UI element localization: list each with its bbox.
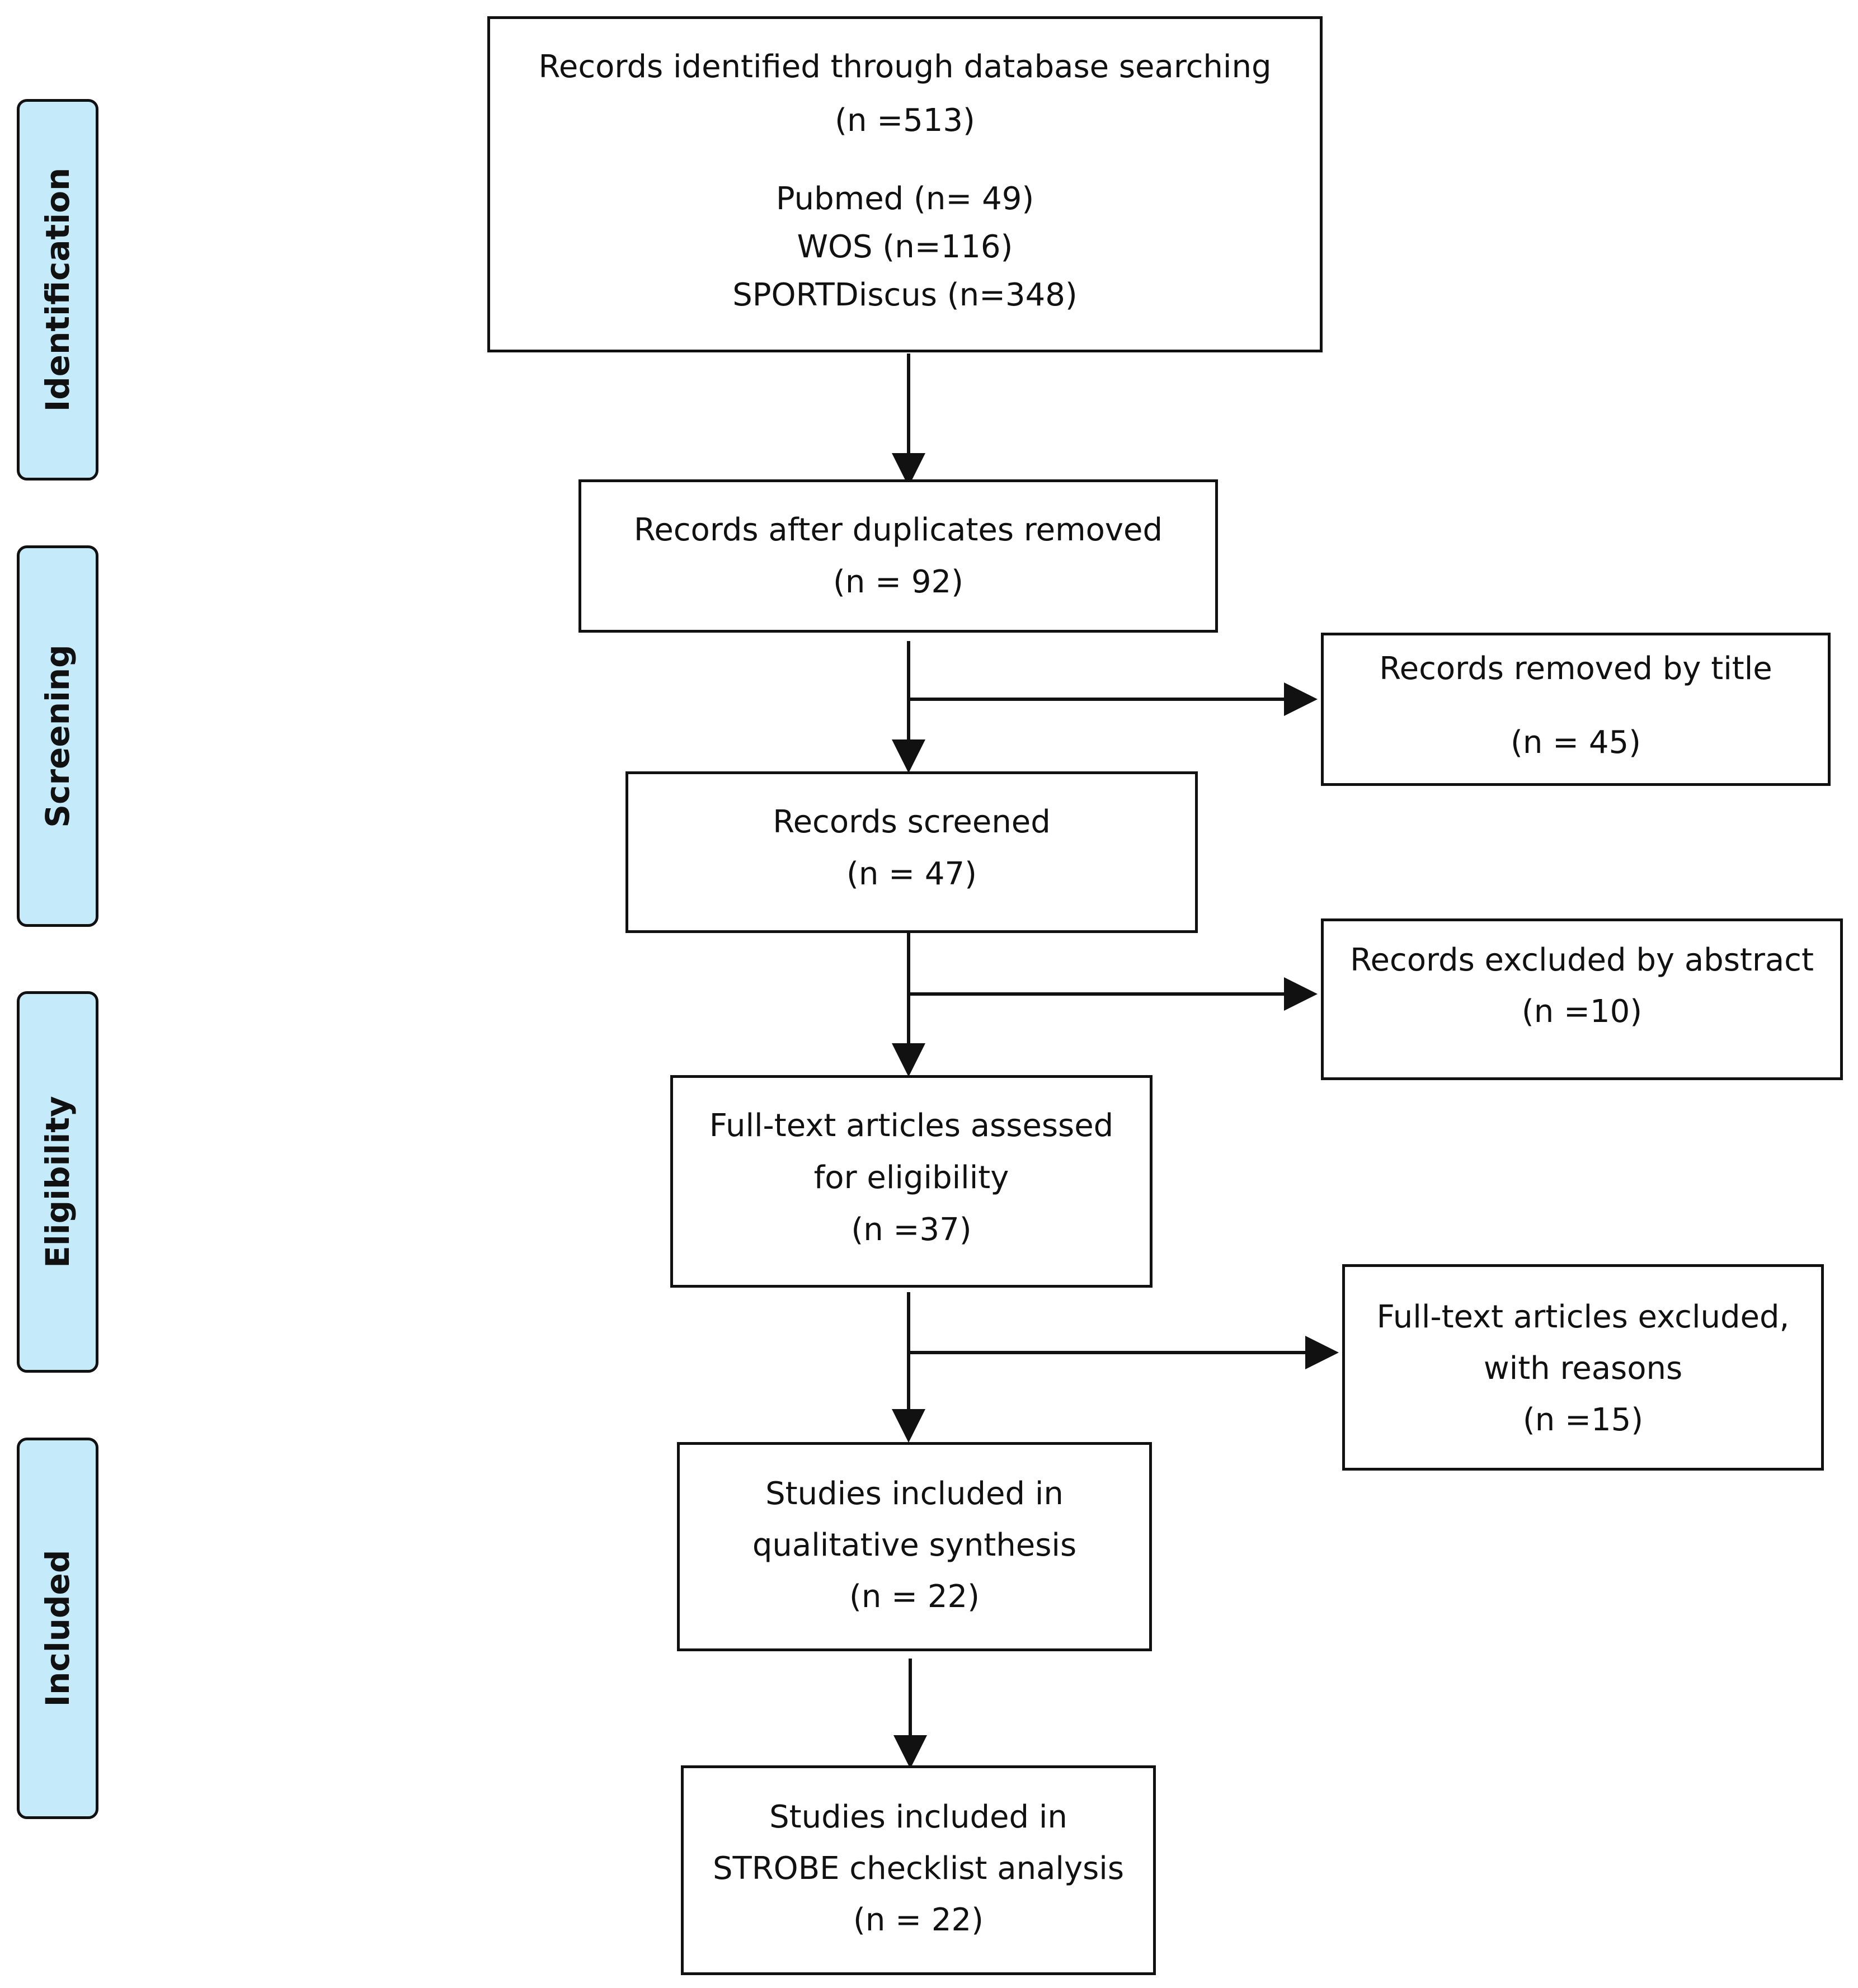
box-records-identified: Records identified through database sear…	[487, 16, 1323, 352]
screened-count: (n = 47)	[846, 856, 977, 892]
fulltext-excluded-line2: with reasons	[1483, 1350, 1683, 1387]
phase-screening: Screening	[17, 545, 98, 927]
fulltext-assessed-line1: Full-text articles assessed	[709, 1108, 1114, 1144]
screened-title: Records screened	[773, 804, 1051, 840]
strobe-line1: Studies included in	[769, 1799, 1067, 1835]
identified-count: (n =513)	[835, 102, 975, 139]
box-strobe-analysis: Studies included in STROBE checklist ana…	[681, 1765, 1156, 1975]
qualitative-count: (n = 22)	[849, 1579, 980, 1615]
excluded-by-abstract-title: Records excluded by abstract	[1350, 942, 1814, 978]
fulltext-assessed-count: (n =37)	[851, 1212, 972, 1248]
identified-wos: WOS (n=116)	[797, 229, 1013, 265]
phase-included: Included	[17, 1438, 98, 1819]
phase-eligibility: Eligibility	[17, 991, 98, 1373]
excluded-by-abstract-count: (n =10)	[1521, 993, 1643, 1030]
identified-title: Records identified through database sear…	[538, 49, 1272, 85]
after-duplicates-title: Records after duplicates removed	[633, 512, 1163, 548]
box-records-screened: Records screened (n = 47)	[625, 771, 1198, 933]
box-removed-by-title: Records removed by title (n = 45)	[1321, 633, 1831, 786]
after-duplicates-count: (n = 92)	[833, 564, 963, 600]
fulltext-excluded-line1: Full-text articles excluded,	[1376, 1299, 1790, 1335]
identified-sportdiscus: SPORTDiscus (n=348)	[732, 277, 1078, 313]
removed-by-title-count: (n = 45)	[1511, 724, 1641, 761]
fulltext-assessed-line2: for eligibility	[813, 1160, 1009, 1196]
qualitative-line1: Studies included in	[765, 1476, 1064, 1512]
phase-identification: Identification	[17, 99, 98, 480]
box-fulltext-excluded: Full-text articles excluded, with reason…	[1342, 1264, 1824, 1471]
box-qualitative-synthesis: Studies included in qualitative synthesi…	[677, 1442, 1152, 1651]
strobe-line2: STROBE checklist analysis	[712, 1850, 1125, 1887]
box-excluded-by-abstract: Records excluded by abstract (n =10)	[1321, 918, 1843, 1080]
box-fulltext-assessed: Full-text articles assessed for eligibil…	[670, 1075, 1153, 1288]
box-after-duplicates: Records after duplicates removed (n = 92…	[578, 479, 1218, 633]
identified-pubmed: Pubmed (n= 49)	[775, 181, 1034, 217]
fulltext-excluded-count: (n =15)	[1522, 1402, 1644, 1438]
strobe-count: (n = 22)	[853, 1902, 984, 1938]
qualitative-line2: qualitative synthesis	[752, 1527, 1077, 1563]
removed-by-title-title: Records removed by title	[1379, 651, 1772, 687]
